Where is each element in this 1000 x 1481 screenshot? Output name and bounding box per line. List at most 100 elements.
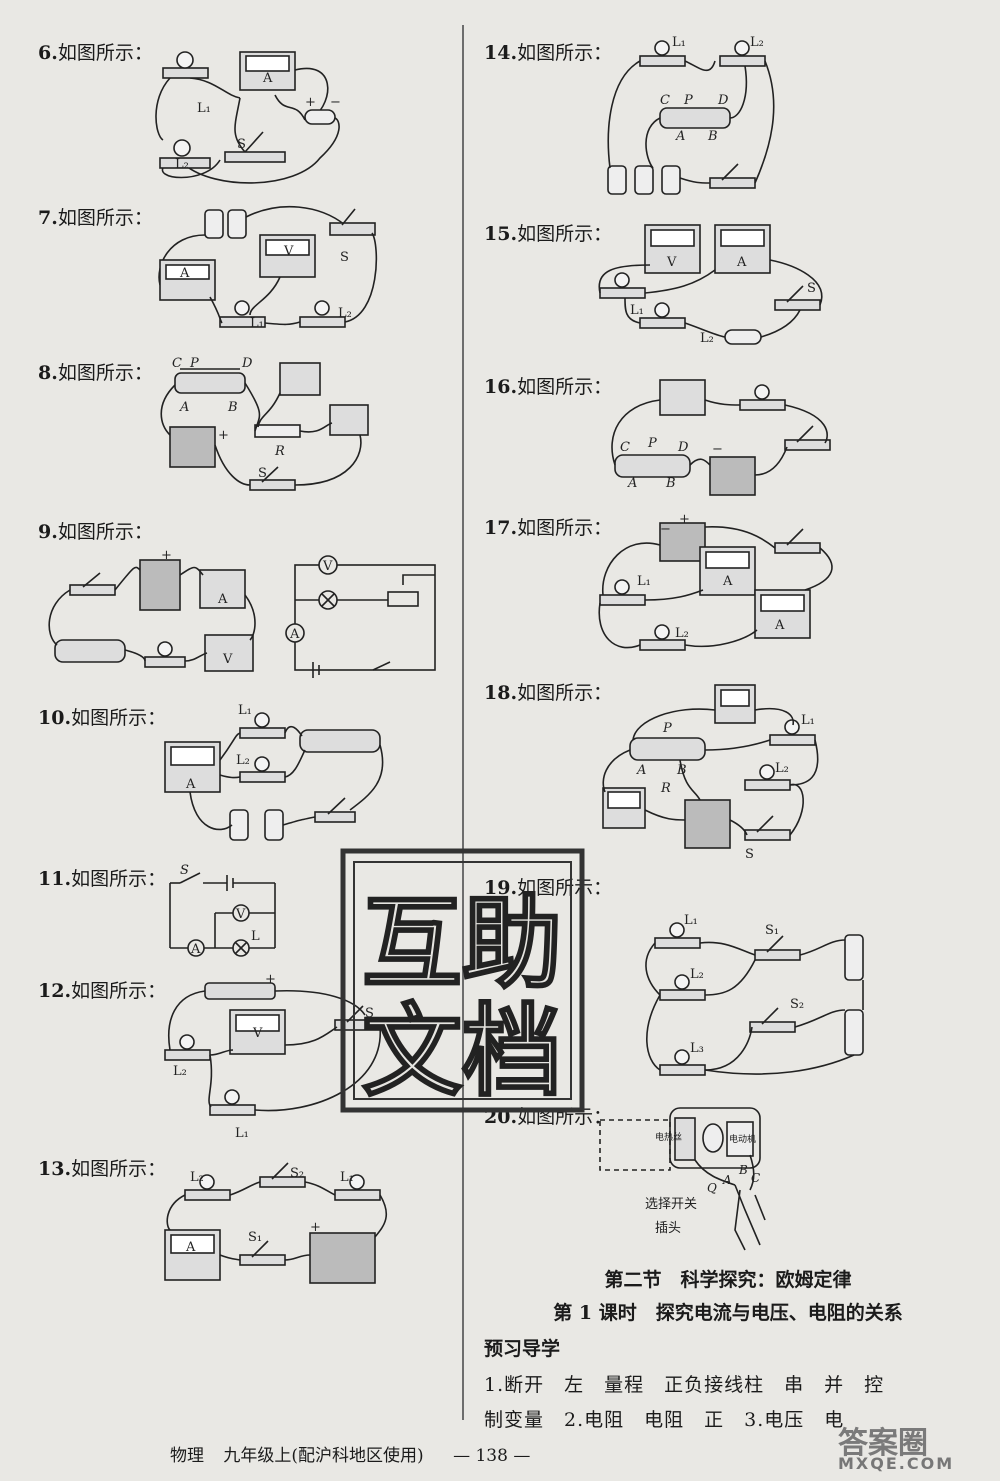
label-L1: L₁ xyxy=(235,1126,249,1141)
label-A: A xyxy=(185,777,196,792)
label-L2: L₂ xyxy=(175,157,189,172)
stamp-char-2: 助 xyxy=(462,885,562,1002)
label-P: P xyxy=(647,436,657,451)
label-A: A xyxy=(636,763,646,778)
label-A: A xyxy=(722,1173,732,1187)
label-S1: S₁ xyxy=(248,1230,262,1245)
footer-subject: 物理 xyxy=(170,1446,204,1466)
circuit-figure-11: S A V L xyxy=(165,863,290,963)
label-B: B xyxy=(227,400,238,415)
label-L2: L₂ xyxy=(190,1170,204,1185)
question-8-label: 8.如图所示： xyxy=(38,362,153,384)
label-L2: L₂ xyxy=(675,626,689,641)
site-watermark-url: MXQE.COM xyxy=(838,1454,955,1473)
label-S: S xyxy=(745,847,754,862)
footer-grade: 九年级上(配沪科地区使用) xyxy=(223,1446,424,1466)
label-L1: L₁ xyxy=(197,101,211,116)
question-10-label: 10.如图所示： xyxy=(38,707,167,729)
question-16-label: 16.如图所示： xyxy=(484,376,613,398)
answer-line-1: 1.断开 左 量程 正负接线柱 串 并 控 xyxy=(484,1374,885,1396)
label-minus: − xyxy=(712,442,723,457)
circuit-figure-8: C P D A B R S + xyxy=(150,355,370,500)
column-divider xyxy=(462,25,464,1420)
label-plus: + xyxy=(265,972,276,987)
label-B: B xyxy=(665,476,676,491)
label-plus: + xyxy=(218,428,229,443)
question-11-label: 11.如图所示： xyxy=(38,868,167,890)
section-title: 第二节 科学探究：欧姆定律 xyxy=(604,1269,852,1291)
label-C: C xyxy=(751,1171,760,1185)
label-f20-motor: 电动机 xyxy=(729,1133,756,1145)
circuit-figure-9: + A V V A xyxy=(45,545,450,685)
label-R: R xyxy=(660,781,671,796)
label-S2: S₂ xyxy=(790,997,804,1012)
label-V: V xyxy=(252,1026,263,1041)
label-A: A xyxy=(736,255,747,270)
label-P: P xyxy=(662,721,672,736)
question-19-label: 19.如图所示： xyxy=(484,877,613,899)
label-R: R xyxy=(274,444,285,459)
label-S: S xyxy=(365,1006,374,1021)
question-9-label: 9.如图所示： xyxy=(38,521,153,543)
answer-line-2: 制变量 2.电阻 电阻 正 3.电压 电 xyxy=(484,1409,845,1431)
label-V: V xyxy=(235,907,246,922)
question-18-label: 18.如图所示： xyxy=(484,682,613,704)
label-P: P xyxy=(683,93,693,108)
label-S2: S₂ xyxy=(290,1166,304,1181)
label-L3: L₃ xyxy=(690,1041,704,1056)
label-V: V xyxy=(222,652,233,667)
label-A: A xyxy=(179,400,189,415)
label-L1: L₁ xyxy=(250,316,264,331)
label-L2: L₂ xyxy=(775,761,789,776)
circuit-figure-14: L₁ L₂ C P D A B xyxy=(600,35,780,198)
stamp-char-4: 档 xyxy=(462,993,562,1110)
label-D: D xyxy=(677,440,689,455)
label-L2: L₂ xyxy=(236,753,250,768)
circuit-figure-13: S₂ L₂ L₁ S₁ A + xyxy=(160,1155,390,1300)
question-13-label: 13.如图所示： xyxy=(38,1158,167,1180)
label-C: C xyxy=(660,93,670,108)
label-L2: L₂ xyxy=(750,35,764,50)
stamp-char-1: 互 xyxy=(362,885,462,1002)
label-L2: L₂ xyxy=(338,306,352,321)
label-P: P xyxy=(189,356,199,371)
label-A: A xyxy=(289,627,300,642)
label-L2: L₂ xyxy=(690,967,704,982)
label-S: S xyxy=(180,863,189,878)
label-Q: Q xyxy=(707,1181,717,1195)
label-A: A xyxy=(190,942,201,957)
label-D: D xyxy=(717,93,729,108)
circuit-figure-12: + L₂ L₁ S V xyxy=(155,972,390,1145)
question-12-label: 12.如图所示： xyxy=(38,980,167,1002)
label-V: V xyxy=(283,244,294,259)
circuit-figure-7: L₁ L₂ S A V xyxy=(150,205,385,340)
label-plus: + xyxy=(310,1220,321,1235)
label-L1: L₁ xyxy=(637,574,651,589)
label-S: S xyxy=(258,466,267,481)
label-plus: + xyxy=(161,548,172,563)
label-A: A xyxy=(217,592,228,607)
label-D: D xyxy=(241,356,253,371)
label-A: A xyxy=(262,71,273,86)
label-L2: L₂ xyxy=(700,331,714,346)
label-minus: − xyxy=(660,522,671,537)
circuit-figure-20: 电热丝 电动机 Q A B C 选择开关 插头 xyxy=(595,1100,800,1255)
page-footer: 物理 九年级上(配沪科地区使用) — 138 — xyxy=(170,1441,530,1466)
stamp-watermark: 互 助 文 档 xyxy=(340,848,585,1113)
label-L1: L₁ xyxy=(340,1170,354,1185)
label-B: B xyxy=(707,129,718,144)
label-L1: L₁ xyxy=(630,303,644,318)
label-A: A xyxy=(627,476,637,491)
circuit-figure-10: L₁ L₂ A xyxy=(150,700,400,845)
question-15-label: 15.如图所示： xyxy=(484,223,613,245)
label-A: A xyxy=(179,266,190,281)
site-watermark: 答案圈 xyxy=(838,1426,928,1461)
label-L2: L₂ xyxy=(173,1064,187,1079)
subsection-heading: 预习导学 xyxy=(484,1338,561,1360)
lesson-title: 第 1 课时 探究电流与电压、电阻的关系 xyxy=(553,1302,903,1324)
label-S: S xyxy=(807,281,816,296)
label-f20-heater: 电热丝 xyxy=(655,1131,682,1143)
label-L1: L₁ xyxy=(801,713,815,728)
footer-page-number: — 138 — xyxy=(453,1446,531,1466)
circuit-figure-19: L₁ S₁ L₂ S₂ L₃ xyxy=(640,910,880,1100)
